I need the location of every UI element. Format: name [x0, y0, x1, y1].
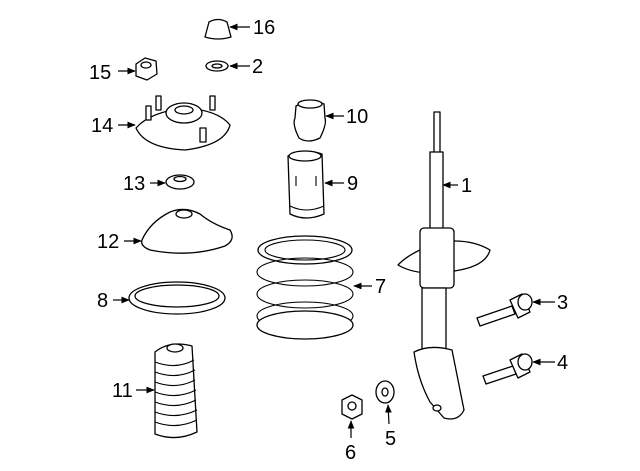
callout-16: 16 [253, 17, 275, 39]
part-6-nut[interactable] [341, 394, 363, 420]
part-10-bump-stop[interactable] [293, 99, 327, 142]
part-1-strut[interactable] [397, 111, 491, 420]
callout-4: 4 [557, 352, 568, 374]
callout-2: 2 [252, 56, 263, 78]
callout-5: 5 [385, 428, 396, 450]
callout-14: 14 [91, 115, 113, 137]
callout-7: 7 [375, 276, 386, 298]
part-5-washer[interactable] [375, 380, 395, 404]
callout-9: 9 [347, 173, 358, 195]
part-2-washer[interactable] [205, 60, 229, 72]
callout-6: 6 [345, 442, 356, 464]
part-7-coil-spring[interactable] [256, 235, 354, 340]
part-12-spring-seat[interactable] [141, 208, 233, 254]
part-11-dust-boot[interactable] [154, 343, 198, 439]
part-16-dust-cap[interactable] [204, 18, 232, 40]
callout-arrows [113, 23, 555, 438]
part-15-nut[interactable] [135, 57, 158, 81]
callout-3: 3 [557, 292, 568, 314]
part-14-strut-mount[interactable] [135, 95, 231, 151]
callout-11: 11 [112, 380, 133, 402]
callout-10: 10 [346, 106, 368, 128]
part-3-bolt[interactable] [476, 293, 533, 327]
callout-8: 8 [97, 290, 108, 312]
callout-1: 1 [461, 175, 472, 197]
part-13-insulator[interactable] [165, 174, 195, 190]
callout-13: 13 [123, 173, 145, 195]
part-8-spring-insulator[interactable] [128, 281, 226, 315]
part-9-jounce-bumper[interactable] [287, 150, 325, 219]
callout-12: 12 [97, 231, 119, 253]
callout-15: 15 [89, 62, 111, 84]
part-4-bolt[interactable] [482, 353, 533, 385]
